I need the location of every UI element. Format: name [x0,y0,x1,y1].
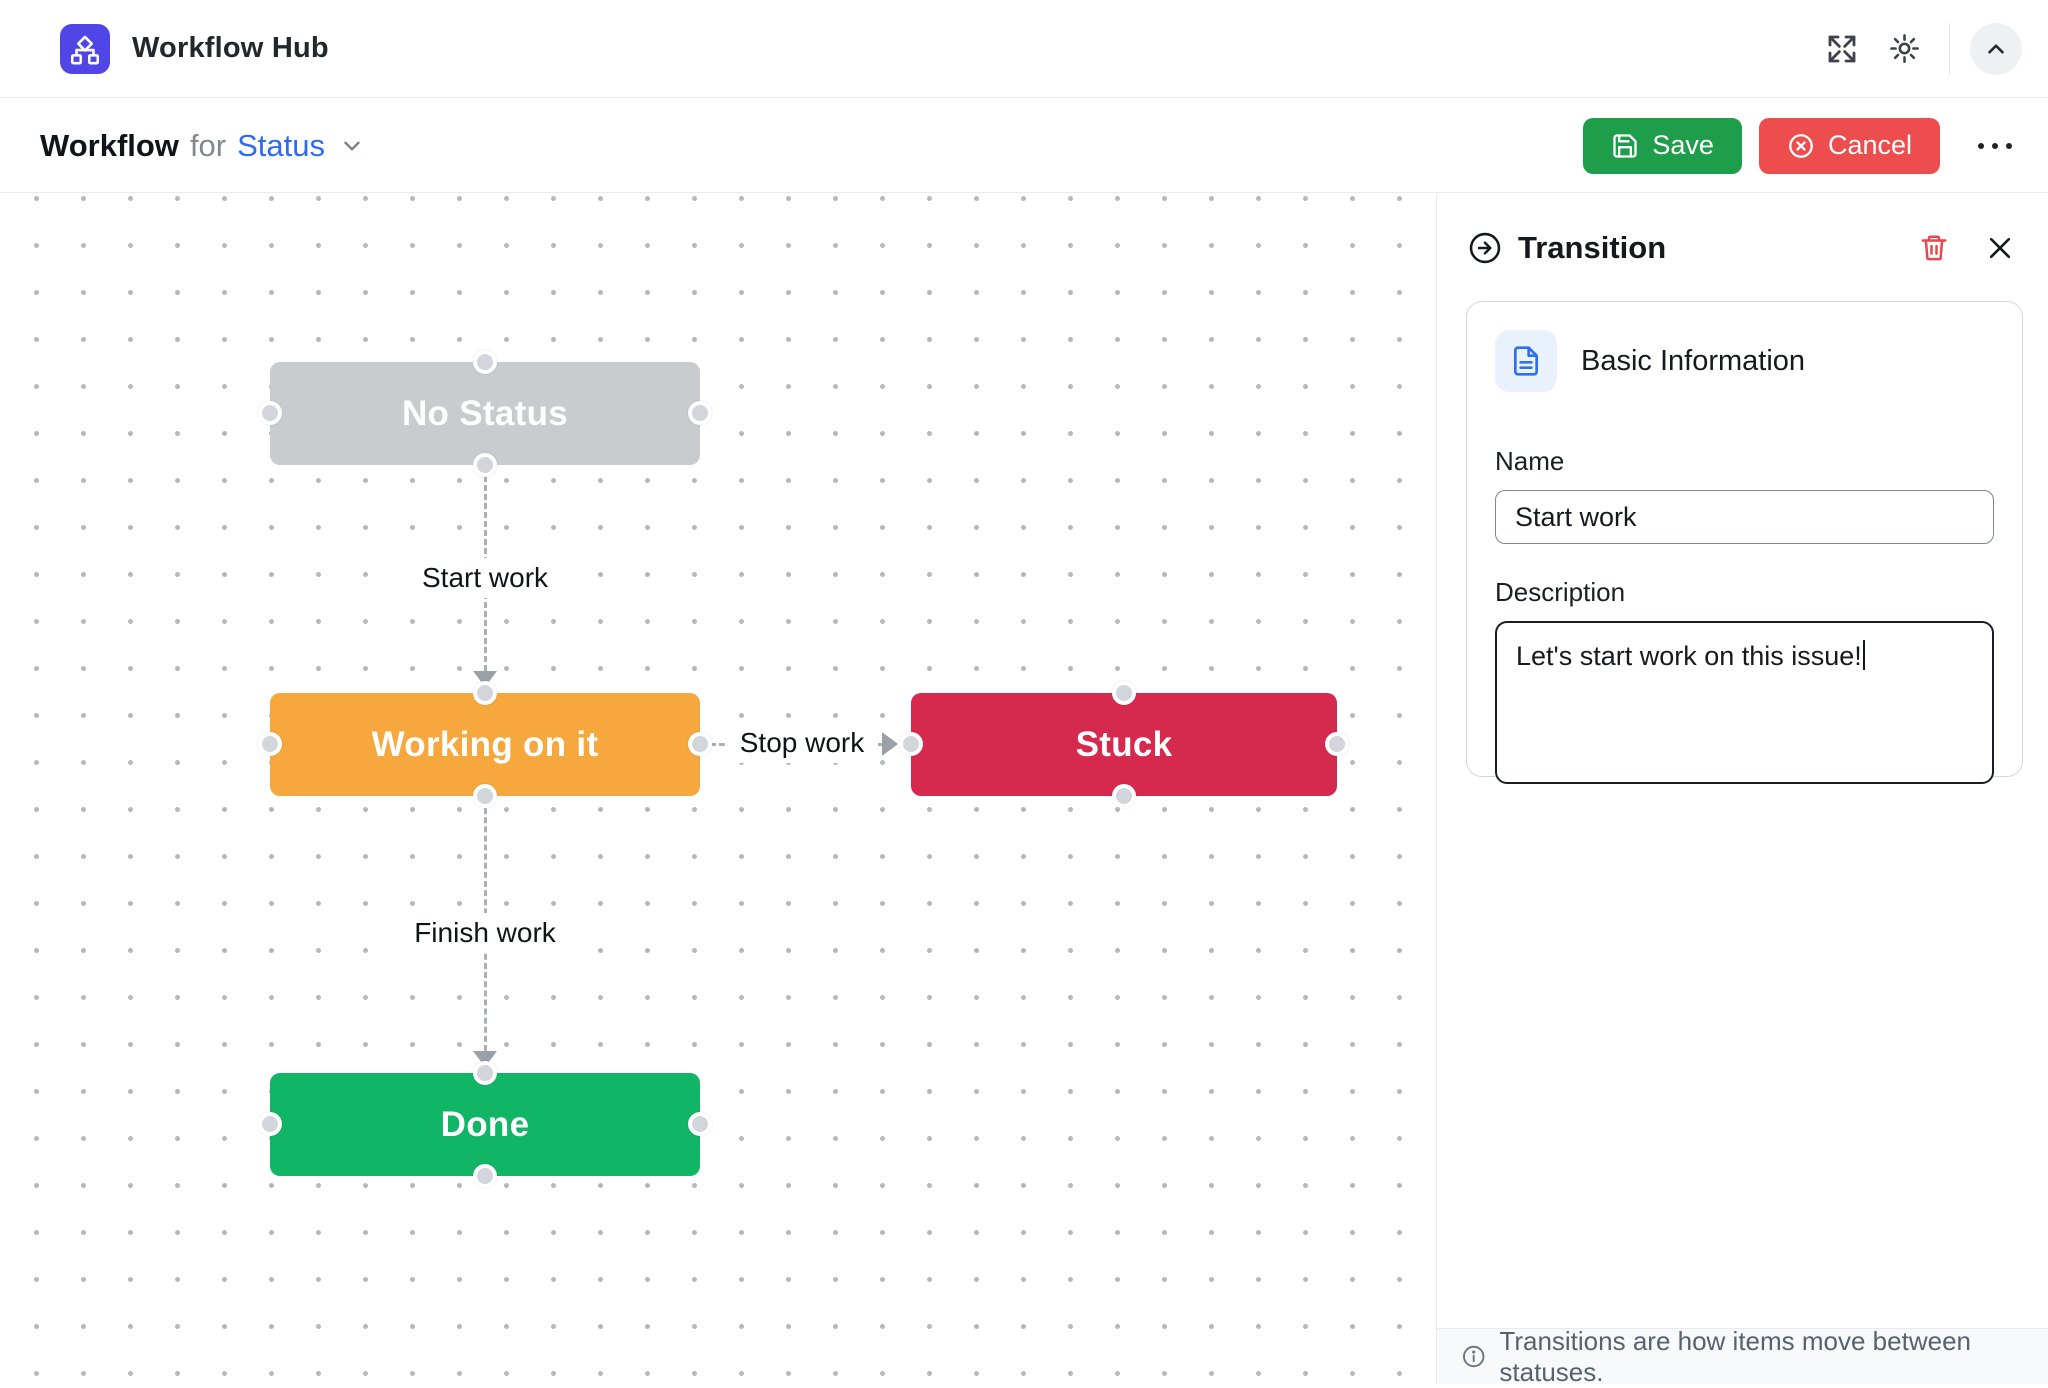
node-handle[interactable] [258,401,282,425]
node-handle[interactable] [688,732,712,756]
app-header: Workflow Hub [0,0,2048,98]
info-icon [1461,1343,1486,1370]
transition-panel-header: Transition [1467,224,2022,272]
transition-label-finish-work[interactable]: Finish work [402,913,568,953]
status-node-label: No Status [402,394,568,434]
edge-arrowhead-right-icon [882,732,898,756]
node-handle[interactable] [688,401,712,425]
workflow-title-connector: for [190,128,226,164]
description-textarea[interactable]: Let's start work on this issue! [1495,621,1994,784]
app-title: Workflow Hub [132,32,329,65]
save-button[interactable]: Save [1583,118,1742,174]
transition-circle-arrow-icon [1467,230,1503,266]
status-node-label: Working on it [372,725,599,765]
transition-panel: Transition Basic Information [1436,194,2048,1384]
node-handle[interactable] [258,1112,282,1136]
workflow-canvas[interactable]: Start work Finish work Stop work No Stat… [0,194,1436,1384]
name-input[interactable] [1495,490,1994,544]
chevron-down-icon[interactable] [339,133,365,159]
status-node-label: Stuck [1076,725,1173,765]
breadcrumb: Workflow for Status [40,128,365,164]
node-handle[interactable] [899,732,923,756]
node-handle[interactable] [688,1112,712,1136]
basic-information-card: Basic Information Name Description Let's… [1466,301,2023,777]
workflow-toolbar: Workflow for Status Save Cancel [0,99,2048,193]
status-node-label: Done [441,1105,530,1145]
app-logo-icon [60,24,110,74]
name-field-label: Name [1495,446,1994,477]
toolbar-actions: Save Cancel [1583,118,2020,174]
more-options-button[interactable] [1970,133,2020,159]
panel-footer-note: Transitions are how items move between s… [1437,1328,2048,1384]
status-node-working-on-it[interactable]: Working on it [270,693,700,796]
save-floppy-icon [1611,132,1639,160]
close-panel-icon[interactable] [1978,226,2022,270]
transition-label-stop-work[interactable]: Stop work [728,723,877,763]
text-caret [1863,640,1865,670]
workflow-title: Workflow [40,128,179,164]
node-handle[interactable] [258,732,282,756]
cancel-circle-x-icon [1787,132,1815,160]
collapse-chevron-up-button[interactable] [1970,23,2022,75]
description-field-label: Description [1495,577,1994,608]
delete-transition-trash-icon[interactable] [1912,226,1956,270]
description-text: Let's start work on this issue! [1516,641,1862,671]
node-handle[interactable] [473,681,497,705]
status-node-done[interactable]: Done [270,1073,700,1176]
node-handle[interactable] [473,1061,497,1085]
cancel-button-label: Cancel [1828,130,1912,161]
node-handle[interactable] [473,1164,497,1188]
fullscreen-icon[interactable] [1819,26,1865,72]
node-handle[interactable] [473,350,497,374]
header-divider [1949,23,1950,75]
status-node-no-status[interactable]: No Status [270,362,700,465]
node-handle[interactable] [473,784,497,808]
basic-information-title: Basic Information [1581,345,1805,378]
settings-gear-icon[interactable] [1881,26,1927,72]
cancel-button[interactable]: Cancel [1759,118,1940,174]
footer-note-text: Transitions are how items move between s… [1499,1326,2048,1388]
node-handle[interactable] [473,453,497,477]
panel-title: Transition [1518,230,1666,266]
node-handle[interactable] [1112,681,1136,705]
status-node-stuck[interactable]: Stuck [911,693,1337,796]
workflow-entity-link[interactable]: Status [237,128,325,164]
transition-label-start-work[interactable]: Start work [410,558,560,598]
header-actions [1819,23,2022,75]
save-button-label: Save [1652,130,1714,161]
node-handle[interactable] [1112,784,1136,808]
basic-information-header: Basic Information [1495,330,1994,392]
node-handle[interactable] [1325,732,1349,756]
document-icon [1495,330,1557,392]
